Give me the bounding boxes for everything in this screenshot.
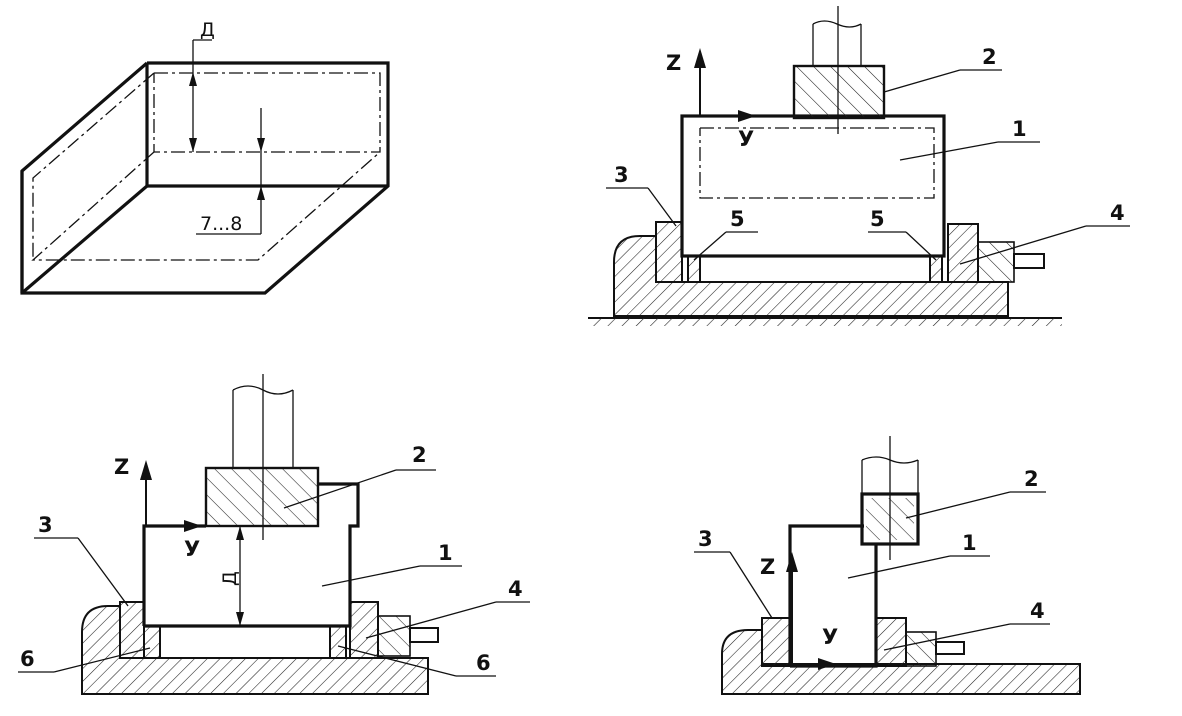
view-c-axis-z: Z	[114, 455, 129, 479]
view-c-label-4: 4	[508, 577, 523, 601]
view-b-label-3: 3	[614, 163, 629, 187]
view-b-label-5-left: 5	[730, 207, 745, 231]
dim-allowance-label: Д	[200, 19, 215, 41]
view-d-label-4: 4	[1030, 599, 1045, 623]
view-d-label-3: 3	[698, 527, 713, 551]
view-b-label-2: 2	[982, 45, 997, 69]
view-c-dim-allowance: Д	[219, 571, 241, 586]
view-b-label-5-right: 5	[870, 207, 885, 231]
view-c-label-2: 2	[412, 443, 427, 467]
view-b-setup-with-pads-5: Z У 2 1 3 4 5 5	[588, 6, 1130, 326]
dim-depth-label: 7...8	[200, 213, 242, 235]
view-d-label-1: 1	[962, 531, 977, 555]
view-c-label-6-right: 6	[476, 651, 491, 675]
view-d-label-2: 2	[1024, 467, 1039, 491]
view-c-label-1: 1	[438, 541, 453, 565]
view-b-label-4: 4	[1110, 201, 1125, 225]
view-c-label-6-left: 6	[20, 647, 35, 671]
view-c-label-3: 3	[38, 513, 53, 537]
view-d-setup-vertical: Z У 2 1 3 4	[694, 436, 1081, 695]
view-b-label-1: 1	[1012, 117, 1027, 141]
view-d-axis-z: Z	[760, 555, 775, 579]
view-b-axis-z: Z	[666, 51, 681, 75]
view-c-axis-y: У	[184, 537, 200, 561]
view-b-axis-y: У	[738, 127, 754, 151]
view-d-axis-y: У	[822, 625, 838, 649]
view-a-isometric-workpiece: Д 7...8	[20, 19, 390, 295]
view-c-setup-with-pads-6: Д Z У 2 1 3 4 6 6	[18, 374, 530, 695]
